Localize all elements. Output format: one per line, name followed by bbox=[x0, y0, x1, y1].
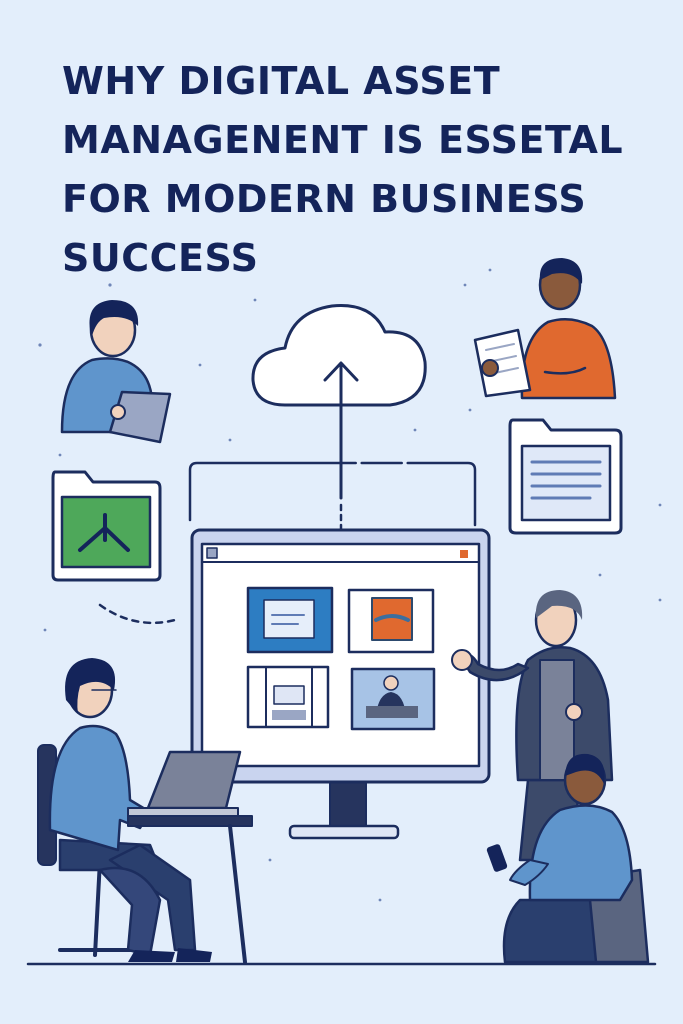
title-line-4: SUCCESS bbox=[62, 236, 259, 280]
person-with-tablet bbox=[60, 300, 172, 444]
cloud-upload-icon bbox=[251, 304, 427, 500]
asset-thumbnail-3 bbox=[246, 665, 330, 729]
presenter bbox=[451, 590, 614, 862]
folder-image-icon bbox=[51, 470, 162, 582]
title-line-3: FOR MODERN BUSINESS bbox=[62, 177, 587, 221]
folder-document-icon bbox=[508, 418, 623, 535]
asset-thumbnail-1 bbox=[246, 586, 334, 654]
monitor bbox=[190, 528, 491, 840]
asset-thumbnail-2 bbox=[347, 588, 435, 654]
person-with-document bbox=[473, 258, 617, 400]
person-with-laptop bbox=[37, 658, 253, 964]
title-line-1: WHY DIGITAL ASSET bbox=[62, 59, 501, 103]
poster-title: WHY DIGITAL ASSET MANAGENENT IS ESSETAL … bbox=[62, 52, 662, 288]
title-line-2: MANAGENENT IS ESSETAL bbox=[62, 118, 624, 162]
connector-lines bbox=[98, 461, 477, 625]
person-with-phone bbox=[486, 753, 650, 964]
background-dots bbox=[38, 268, 662, 902]
asset-thumbnail-4 bbox=[350, 667, 436, 731]
